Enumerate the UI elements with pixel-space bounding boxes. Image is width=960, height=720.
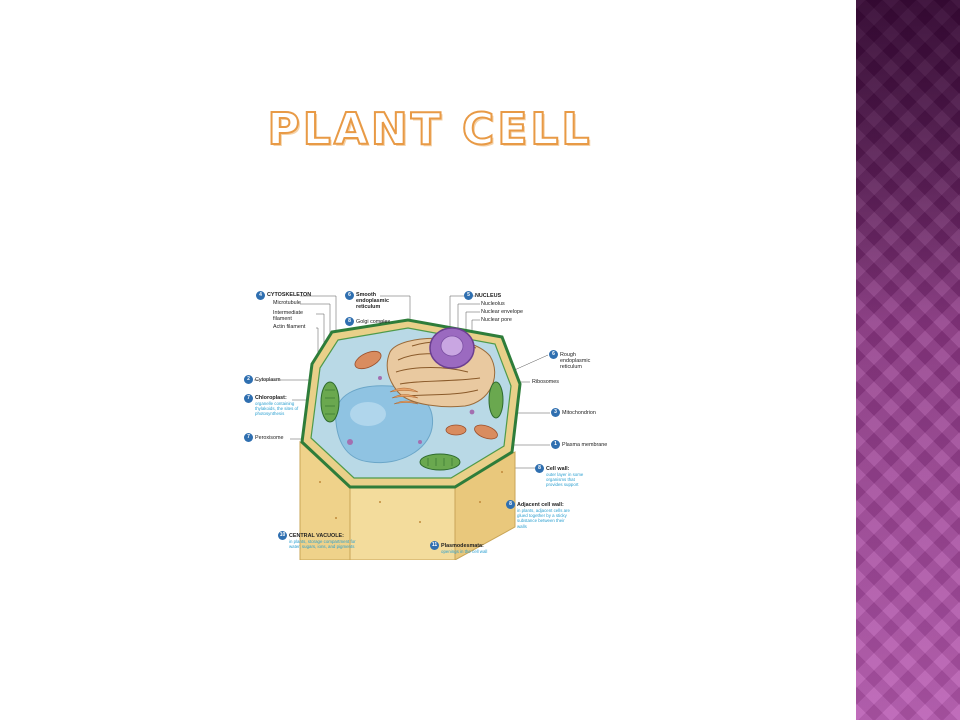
label-nucleolus: Nucleolus [481,301,505,307]
label-peroxisome: Peroxisome [255,435,284,441]
label-plasmodesmata-desc: openings in the cell wall [441,549,488,554]
label-cell-wall: Cell wall: [546,466,570,472]
label-number: 11 [430,541,439,550]
label-chloroplast: Chloroplast: [255,395,287,401]
label-number: 7 [244,394,253,403]
label-number: 6 [549,350,558,359]
vacuole-highlight [350,402,386,426]
label-number: 2 [244,375,253,384]
label-microtubule: Microtubule [273,300,301,306]
nucleolus [440,335,464,357]
label-number: 4 [256,291,265,300]
plant-cell-diagram: 4 CYTOSKELETON Microtubule Intermediate … [240,282,612,560]
label-actin-filament: Actin filament [273,324,306,330]
label-central-vacuole: CENTRAL VACUOLE: [289,533,344,539]
label-nuclear-envelope: Nuclear envelope [481,309,523,315]
golgi-complex [389,387,419,405]
label-number: 3 [551,408,560,417]
label-cytoplasm: Cytoplasm [255,377,281,383]
label-smooth-er: Smooth endoplasmic reticulum [356,292,389,310]
adjacent-wall-front [349,486,456,560]
label-nucleus: NUCLEUS [475,293,502,299]
label-plasma-membrane: Plasma membrane [562,442,608,448]
label-nuclear-pore: Nuclear pore [481,317,512,323]
decorative-side-band [856,0,960,720]
mitochondria [354,350,498,440]
label-rough-er: Rough endoplasmic reticulum [560,352,591,370]
label-mitochondrion: Mitochondrion [562,410,596,416]
label-adjacent-cell-wall: Adjacent cell wall: [517,502,564,508]
label-central-vacuole-desc: in plants, storage compartment for water… [289,539,356,550]
label-number: 7 [244,433,253,442]
label-number: 8 [535,464,544,473]
label-number: 6 [345,291,354,300]
plant-cell-illustration [254,295,550,560]
label-number: 10 [278,531,287,540]
label-cell-wall-desc: outer layer in some organisms that provi… [546,472,584,488]
label-number: 5 [464,291,473,300]
wall-texture [319,471,503,523]
label-chloroplast-desc: organelle containing thylakoids, the sit… [255,401,299,417]
vesicles [347,376,475,445]
label-golgi: Golgi complex [356,319,391,325]
label-plasmodesmata: Plasmodesmata: [441,543,484,549]
label-cytoskeleton: CYTOSKELETON [267,292,312,298]
slide-title: PLANT CELL [267,103,593,156]
label-ribosomes: Ribosomes [532,379,559,385]
label-number: 1 [551,440,560,449]
label-adjacent-cell-wall-desc: in plants, adjacent cells are glued toge… [517,508,570,529]
label-number: 8 [345,317,354,326]
chloroplasts [320,381,504,471]
label-number: 8 [506,500,515,509]
label-intermediate-filament: Intermediate filament [273,310,303,322]
